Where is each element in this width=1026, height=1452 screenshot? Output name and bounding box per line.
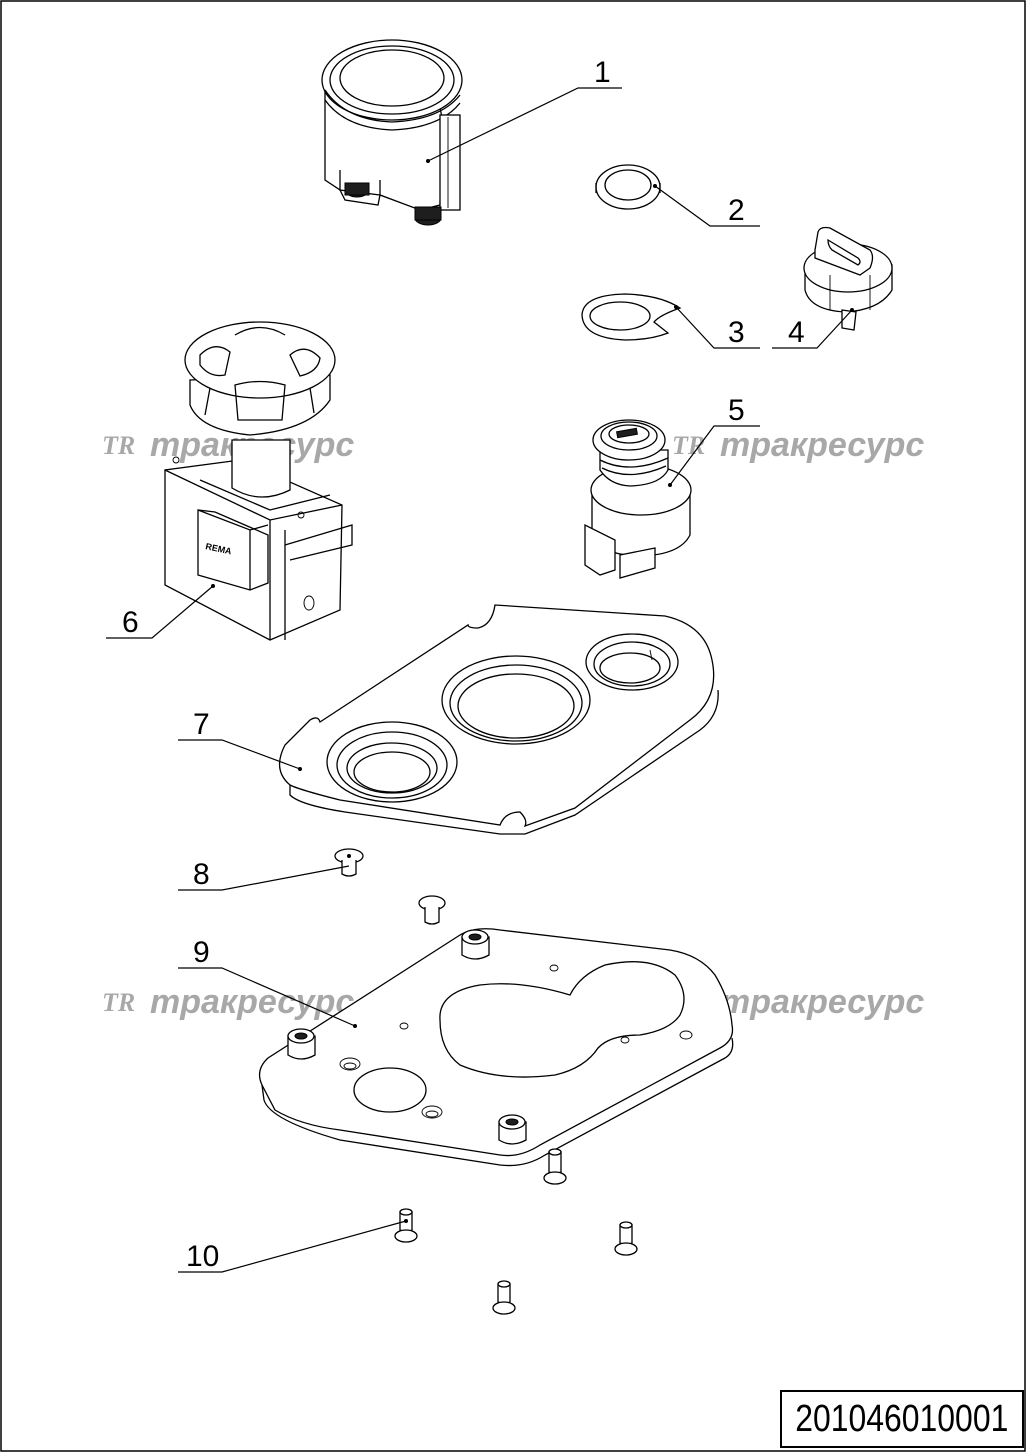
part-2-ring bbox=[595, 164, 661, 210]
watermark-text: тракресурс bbox=[150, 983, 354, 1021]
part-10-bolt-c bbox=[614, 1221, 638, 1256]
part-9-mounting-plate bbox=[258, 928, 734, 1167]
part-1-gauge bbox=[321, 39, 463, 226]
watermark-text: тракресурс bbox=[720, 426, 924, 464]
part-5-ignition-lock bbox=[584, 419, 692, 579]
part-10-bolt-d bbox=[492, 1280, 516, 1315]
callout-6: 6 bbox=[122, 606, 139, 639]
watermark-logo: ТR bbox=[672, 431, 705, 460]
part-7-top-panel bbox=[278, 604, 719, 835]
watermark-bottom-left: ТR тракресурс bbox=[102, 983, 354, 1021]
standoff-nut bbox=[287, 1028, 316, 1060]
callout-4: 4 bbox=[788, 316, 805, 349]
part-8-screw-a bbox=[334, 848, 364, 877]
callout-9: 9 bbox=[193, 936, 210, 969]
document-number: 201046010001 bbox=[795, 1397, 1009, 1440]
part-4-rotary-knob bbox=[803, 226, 893, 331]
part-10-bolt-b bbox=[394, 1208, 418, 1243]
leader-lines bbox=[106, 87, 853, 1273]
document-number-box: 201046010001 bbox=[780, 1390, 1024, 1448]
callout-5: 5 bbox=[728, 394, 745, 427]
standoff-nut bbox=[498, 1114, 527, 1145]
standoff-nut bbox=[461, 929, 490, 960]
callout-3: 3 bbox=[728, 316, 745, 349]
part-10-bolt-a bbox=[543, 1148, 567, 1185]
callout-1: 1 bbox=[594, 56, 611, 89]
watermark-text: тракресурс bbox=[720, 983, 924, 1021]
callout-7: 7 bbox=[193, 708, 210, 741]
part-8-screw-b bbox=[418, 895, 446, 925]
watermark-logo: ТR bbox=[102, 988, 135, 1017]
part-3-washer bbox=[581, 293, 682, 341]
callout-2: 2 bbox=[728, 194, 745, 227]
callout-numbers: 1 2 3 4 5 6 7 8 9 10 bbox=[122, 56, 805, 1273]
part-6-battery-switch: REMA bbox=[164, 321, 353, 641]
callout-8: 8 bbox=[193, 858, 210, 891]
watermark-top-right: ТR тракресурс bbox=[672, 426, 924, 464]
callout-10: 10 bbox=[186, 1240, 219, 1273]
watermark-logo: ТR bbox=[102, 431, 135, 460]
